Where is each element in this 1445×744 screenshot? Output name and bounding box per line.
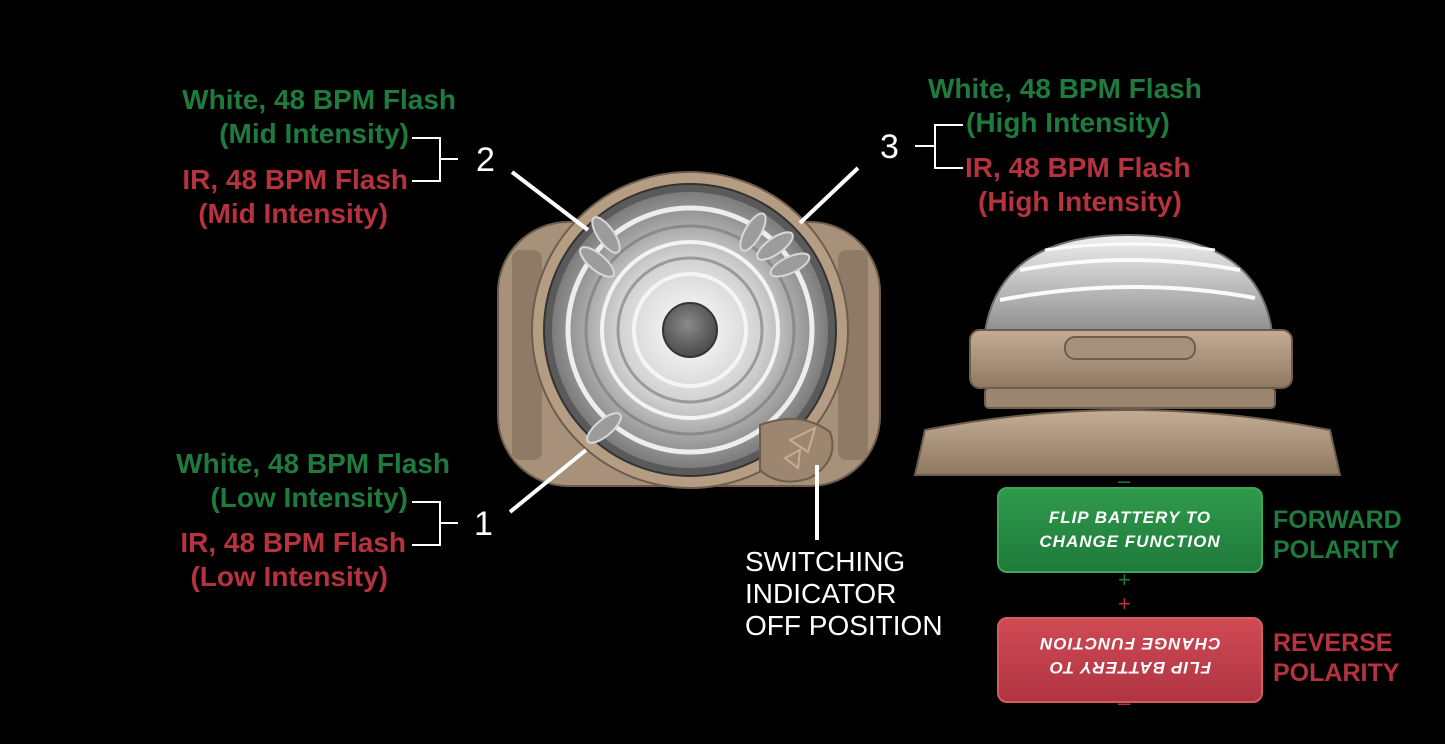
pos2-ir-line2: (Mid Intensity) [198,198,388,229]
switch-indicator [759,417,834,483]
pos1-white-line1: White, 48 BPM Flash [176,448,450,479]
position-1-number: 1 [474,505,493,543]
reverse-badge-line1: FLIP BATTERY TO [1048,658,1212,677]
pos1-white-line2: (Low Intensity) [210,482,408,513]
pos3-ir-line2: (High Intensity) [978,186,1182,217]
position-3-number: 3 [880,128,899,166]
reverse-plus-sign: + [1118,591,1131,616]
switching-line3: OFF POSITION [745,610,943,641]
brackets [412,124,963,546]
led-ovals [579,212,811,444]
reverse-polarity-badge: FLIP BATTERY TO CHANGE FUNCTION [997,617,1263,703]
side-view-device [913,233,1342,476]
position-2-number: 2 [476,141,495,179]
pos1-ir-line2: (Low Intensity) [190,561,388,592]
pos2-white-line2: (Mid Intensity) [219,118,409,149]
reverse-badge-text: FLIP BATTERY TO CHANGE FUNCTION [999,631,1261,679]
forward-badge-text: FLIP BATTERY TO CHANGE FUNCTION [999,506,1261,554]
pos2-white-line1: White, 48 BPM Flash [182,84,456,115]
pos3-ir-mode: IR, 48 BPM Flash (High Intensity) [965,151,1191,219]
pos3-white-mode: White, 48 BPM Flash (High Intensity) [928,72,1202,140]
forward-label-line2: POLARITY [1273,536,1400,564]
reverse-badge-line2: CHANGE FUNCTION [1039,634,1221,653]
reverse-label-line1: REVERSE [1273,629,1393,657]
pos2-ir-line1: IR, 48 BPM Flash [182,164,408,195]
forward-badge-line2: CHANGE FUNCTION [1039,532,1221,551]
forward-polarity-badge: FLIP BATTERY TO CHANGE FUNCTION [997,487,1263,573]
switching-line2: INDICATOR [745,578,897,609]
pos1-ir-line1: IR, 48 BPM Flash [180,527,406,558]
reverse-label-line2: POLARITY [1273,659,1400,687]
pos1-ir-mode: IR, 48 BPM Flash (Low Intensity) [120,526,406,594]
reverse-polarity-label: REVERSE POLARITY [1273,628,1399,688]
pos3-ir-line1: IR, 48 BPM Flash [965,152,1191,183]
pos2-ir-mode: IR, 48 BPM Flash (Mid Intensity) [150,163,430,231]
pos3-white-line2: (High Intensity) [966,107,1170,138]
forward-badge-line1: FLIP BATTERY TO [1048,508,1212,527]
pos1-white-mode: White, 48 BPM Flash (Low Intensity) [120,447,450,515]
switching-line1: SWITCHING [745,546,906,577]
pos2-white-mode: White, 48 BPM Flash (Mid Intensity) [120,83,456,151]
forward-minus-sign: – [1118,468,1131,493]
switching-indicator-caption: SWITCHING INDICATOR OFF POSITION [745,546,943,642]
forward-polarity-label: FORWARD POLARITY [1273,505,1402,565]
pos3-white-line1: White, 48 BPM Flash [928,73,1202,104]
forward-label-line1: FORWARD [1273,506,1402,534]
leader-lines [508,166,860,540]
reverse-minus-sign: – [1118,690,1131,715]
forward-plus-sign: + [1118,567,1131,592]
